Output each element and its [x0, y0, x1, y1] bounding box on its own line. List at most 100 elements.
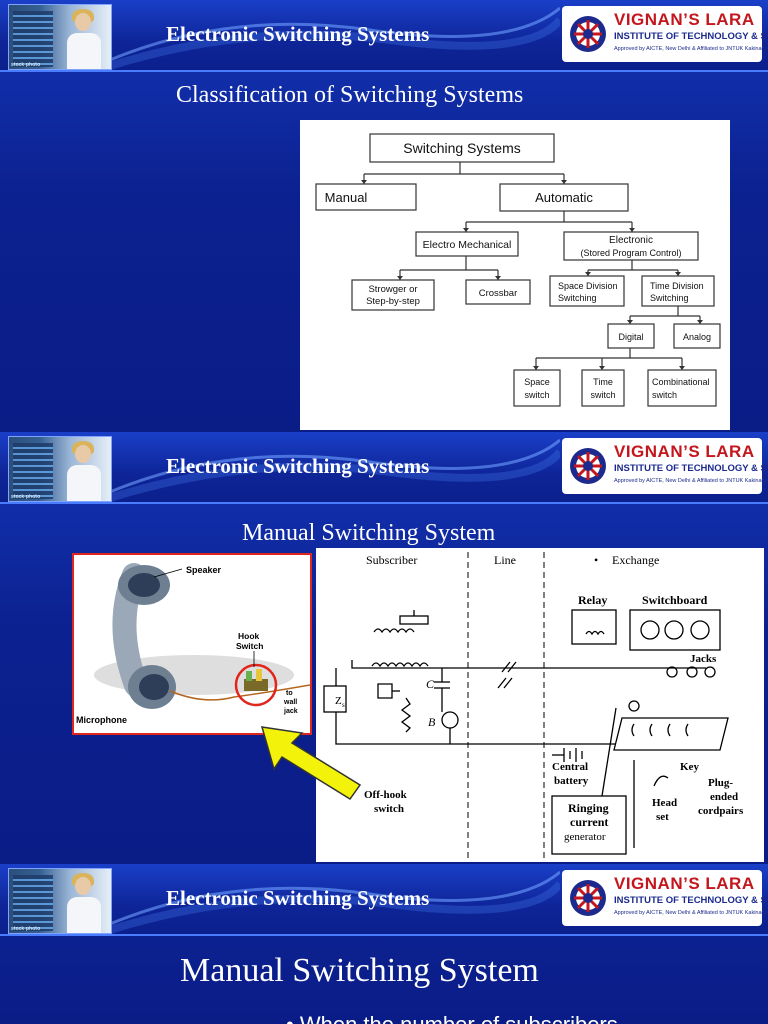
node-space-switch: Space switch — [513, 369, 561, 407]
svg-text:Space Division: Space Division — [558, 281, 618, 291]
header-banner: stock photo Electronic Switching Systems… — [0, 864, 768, 936]
telephone-illustration: Speaker Hook Switch to wall jack Microph… — [72, 553, 312, 735]
node-time-switch: Time switch — [581, 369, 625, 407]
label-jacks: Jacks — [690, 653, 717, 665]
node-electronic: Electronic (Stored Program Control) — [563, 231, 699, 261]
label-battery: battery — [554, 775, 589, 787]
label-exchange: Exchange — [612, 553, 659, 567]
svg-text:switch: switch — [524, 390, 549, 400]
svg-text:Switching Systems: Switching Systems — [403, 140, 520, 156]
label-subscriber: Subscriber — [366, 553, 417, 567]
label-ringing: Ringing — [568, 801, 609, 815]
logo-name: VIGNAN’S LARA — [614, 442, 755, 461]
header-banner: stock photo Electronic Switching Systems… — [0, 432, 768, 504]
label-zs-sub: s — [342, 701, 345, 709]
svg-text:Strowger or: Strowger or — [368, 284, 417, 295]
node-automatic: Automatic — [499, 183, 629, 212]
svg-text:Time: Time — [593, 377, 613, 387]
logo-affiliation: Approved by AICTE, New Delhi & Affiliate… — [614, 478, 768, 484]
header-photo: stock photo — [8, 868, 112, 934]
svg-text:Time Division: Time Division — [650, 281, 704, 291]
header-banner: stock photo Electronic Switching Systems… — [0, 0, 768, 72]
logo-name: VIGNAN’S LARA — [614, 10, 755, 29]
banner-title: Electronic Switching Systems — [166, 886, 430, 910]
photo-credit: stock photo — [11, 62, 41, 68]
header-photo: stock photo — [8, 436, 112, 502]
institute-logo: VIGNAN’S LARA INSTITUTE OF TECHNOLOGY & … — [562, 438, 768, 494]
logo-subtitle: INSTITUTE OF TECHNOLOGY & SCIENCE — [614, 31, 768, 42]
svg-text:Combinational: Combinational — [652, 377, 710, 387]
label-relay: Relay — [578, 593, 607, 607]
hook-switch-highlight — [234, 663, 278, 707]
svg-text:switch: switch — [590, 390, 615, 400]
banner-title: Electronic Switching Systems — [166, 22, 430, 46]
svg-text:Switching: Switching — [558, 293, 597, 303]
label-c: C — [426, 677, 435, 691]
photo-credit: stock photo — [11, 494, 41, 500]
manual-exchange-circuit: Subscriber Line • Exchange — [316, 548, 764, 862]
bullet-marker: • — [286, 1012, 294, 1024]
photo-credit: stock photo — [11, 926, 41, 932]
svg-text:Electro Mechanical: Electro Mechanical — [423, 239, 512, 251]
logo-affiliation: Approved by AICTE, New Delhi & Affiliate… — [614, 910, 768, 916]
logo-emblem-icon — [570, 448, 606, 484]
logo-subtitle: INSTITUTE OF TECHNOLOGY & SCIENCE — [614, 895, 768, 906]
label-current: current — [570, 815, 608, 829]
institute-logo: VIGNAN’S LARA INSTITUTE OF TECHNOLOGY & … — [562, 870, 768, 926]
slide-manual-switching-details: stock photo Electronic Switching Systems… — [0, 864, 768, 1024]
svg-text:(Stored Program Control): (Stored Program Control) — [580, 248, 681, 258]
svg-text:Electronic: Electronic — [609, 235, 653, 246]
logo-name: VIGNAN’S LARA — [614, 874, 755, 893]
logo-emblem-icon — [570, 880, 606, 916]
svg-text:Crossbar: Crossbar — [479, 288, 518, 299]
bullet-item: • When the number of subscribers — [286, 1012, 618, 1024]
svg-text:Analog: Analog — [683, 332, 711, 342]
svg-text:Automatic: Automatic — [535, 190, 593, 205]
node-combinational-switch: Combinational switch — [647, 369, 717, 407]
label-generator: generator — [564, 831, 606, 843]
svg-text:Step-by-step: Step-by-step — [366, 296, 420, 307]
svg-text:Switching: Switching — [650, 293, 689, 303]
label-switch: switch — [374, 803, 404, 815]
slide-heading-text: Classification of Switching Systems — [176, 82, 524, 108]
banner-swoosh — [110, 6, 560, 70]
node-crossbar: Crossbar — [465, 279, 531, 305]
slide-heading-text: Manual Switching System — [242, 520, 496, 546]
label-plug: Plug- — [708, 777, 733, 789]
node-strowger: Strowger or Step-by-step — [351, 279, 435, 311]
logo-subtitle: INSTITUTE OF TECHNOLOGY & SCIENCE — [614, 463, 768, 474]
label-ended: ended — [710, 791, 738, 803]
label-cordpairs: cordpairs — [698, 805, 744, 817]
logo-emblem-icon — [570, 16, 606, 52]
bullet-text: When the number of subscribers — [300, 1012, 618, 1024]
node-space-division: Space Division Switching — [549, 275, 625, 307]
header-photo: stock photo — [8, 4, 112, 70]
label-to: to — [286, 690, 293, 697]
node-electro-mechanical: Electro Mechanical — [415, 231, 519, 257]
label-microphone: Microphone — [76, 715, 127, 725]
banner-swoosh — [110, 438, 560, 502]
label-key: Key — [680, 761, 699, 773]
classification-tree: Switching Systems Manual Automatic Elect… — [300, 120, 730, 430]
label-set: set — [656, 811, 669, 823]
label-hook: Hook — [238, 631, 260, 641]
label-speaker: Speaker — [186, 565, 222, 575]
pointer-arrow-icon — [260, 726, 362, 801]
svg-text:Digital: Digital — [618, 332, 643, 342]
slide-manual-switching: stock photo Electronic Switching Systems… — [0, 432, 768, 864]
node-analog: Analog — [673, 323, 721, 349]
svg-text:switch: switch — [652, 390, 677, 400]
slide-classification: stock photo Electronic Switching Systems… — [0, 0, 768, 432]
node-digital: Digital — [607, 323, 655, 349]
label-switchboard: Switchboard — [642, 593, 708, 607]
svg-text:Space: Space — [524, 377, 550, 387]
node-switching-systems: Switching Systems — [369, 133, 555, 163]
slide-heading-text: Manual Switching System — [180, 952, 539, 989]
label-line: Line — [494, 553, 516, 567]
label-off-hook: Off-hook — [364, 789, 408, 801]
svg-text:Manual: Manual — [325, 190, 368, 205]
node-manual: Manual — [315, 183, 417, 211]
node-time-division: Time Division Switching — [641, 275, 715, 307]
label-zs: Z — [335, 695, 342, 707]
exchange-bullet: • — [594, 553, 598, 567]
